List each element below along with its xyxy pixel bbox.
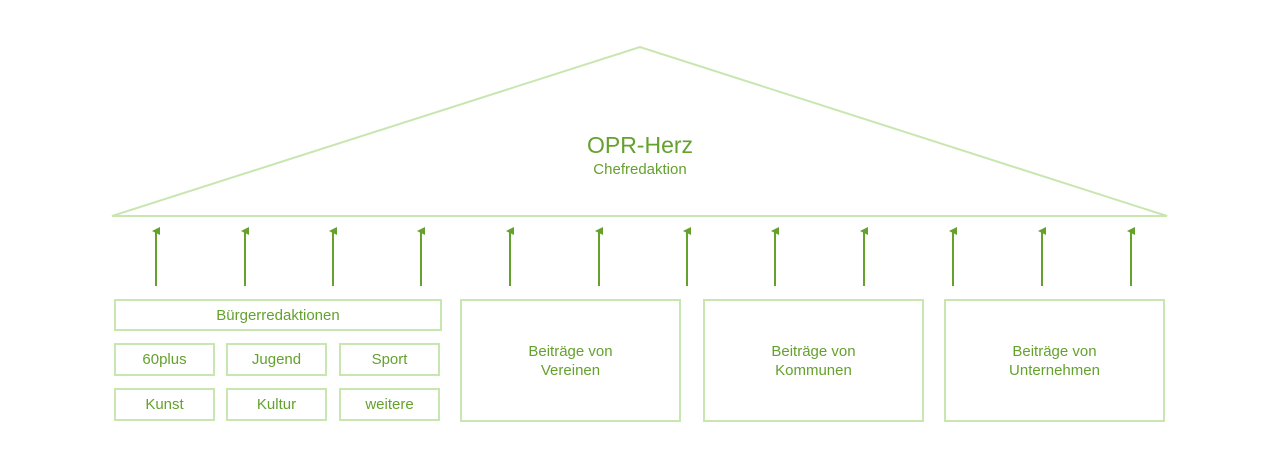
buergerredaktionen-box: Bürgerredaktionen — [114, 299, 442, 331]
sub-box-kunst: Kunst — [114, 388, 215, 421]
pillar-label: Beiträge von Vereinen — [528, 342, 613, 379]
roof-title: OPR-Herz — [586, 132, 694, 158]
sub-box-label: 60plus — [142, 351, 187, 368]
roof-subtitle: Chefredaktion — [593, 161, 687, 178]
pillar-box-kommunen: Beiträge von Kommunen — [703, 299, 924, 422]
sub-box-weitere: weitere — [339, 388, 440, 421]
sub-box-kultur: Kultur — [226, 388, 327, 421]
pillar-box-unternehmen: Beiträge von Unternehmen — [944, 299, 1165, 422]
sub-box-jugend: Jugend — [226, 343, 327, 376]
sub-box-label: Kunst — [145, 396, 184, 413]
buergerredaktionen-label: Bürgerredaktionen — [216, 306, 340, 324]
sub-box-sport: Sport — [339, 343, 440, 376]
arrow-group — [152, 227, 1135, 286]
sub-box-label: Kultur — [256, 396, 297, 413]
sub-box-label: Sport — [371, 351, 408, 368]
pillar-label: Beiträge von Unternehmen — [1009, 342, 1100, 379]
pillar-box-vereine: Beiträge von Vereinen — [460, 299, 681, 422]
sub-box-label: weitere — [365, 396, 414, 413]
sub-box-label: Jugend — [251, 351, 302, 368]
roof-triangle — [111, 45, 1168, 217]
pillar-label: Beiträge von Kommunen — [771, 342, 856, 379]
sub-box-60plus: 60plus — [114, 343, 215, 376]
